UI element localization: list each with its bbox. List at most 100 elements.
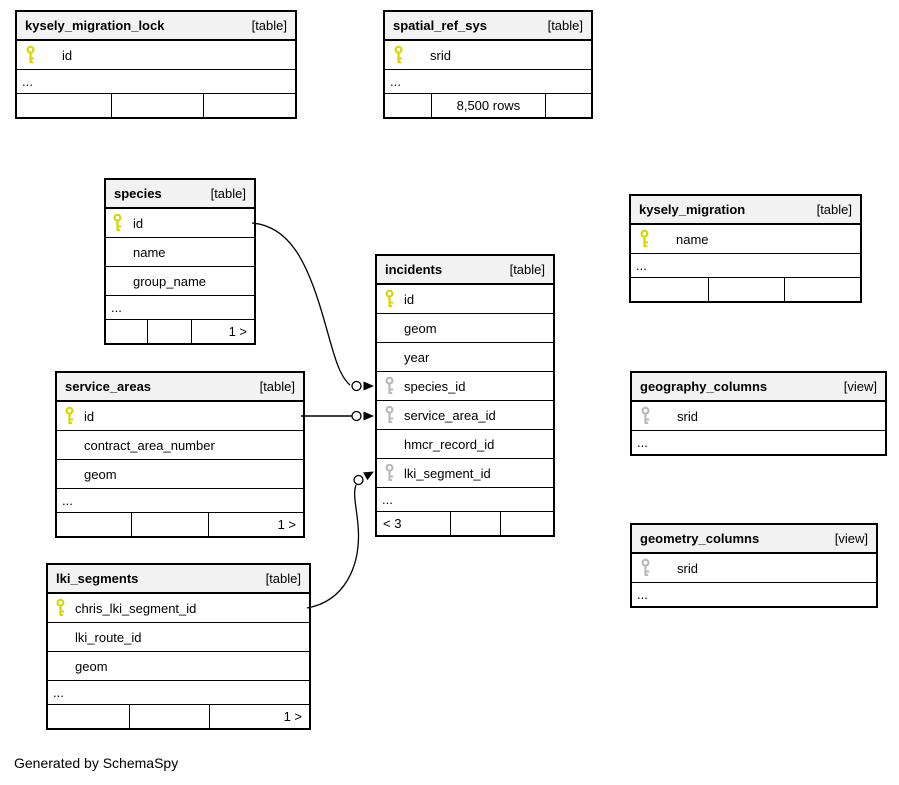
generator-credit: Generated by SchemaSpy [14, 755, 179, 771]
foreign-key-icon [385, 405, 395, 425]
table-kysely-migration[interactable]: kysely_migration [table] name ... [629, 194, 862, 303]
column-row: name [631, 225, 860, 254]
table-header: kysely_migration_lock [table] [17, 12, 295, 41]
relationship-service-areas-incidents [301, 410, 374, 422]
stat-cell [500, 512, 553, 535]
column-name: srid [677, 560, 698, 576]
related-count: 1 > [207, 513, 303, 536]
arrowhead-icon [363, 411, 374, 421]
table-name: geometry_columns [640, 531, 760, 546]
more-columns-row: ... [57, 489, 303, 513]
column-row: geom [377, 314, 553, 343]
foreign-key-icon [641, 558, 651, 578]
table-type-label: [table] [547, 18, 583, 33]
zero-circle-connector [351, 410, 362, 422]
column-row: id [17, 41, 295, 70]
table-species[interactable]: species [table] id name group_name ... 1… [104, 178, 256, 345]
table-stats-row: 1 > [48, 705, 309, 728]
column-row: id [106, 209, 254, 238]
table-name: service_areas [65, 379, 152, 394]
table-stats-row: 1 > [57, 513, 303, 536]
table-type-label: [table] [265, 571, 301, 586]
primary-key-icon [113, 213, 123, 233]
related-count: 1 > [190, 320, 254, 343]
column-name: hmcr_record_id [404, 436, 495, 452]
column-row: id [57, 402, 303, 431]
column-name: id [62, 47, 73, 63]
stat-cell [385, 94, 431, 117]
column-row: lki_route_id [48, 623, 309, 652]
column-name: lki_route_id [75, 629, 142, 645]
stat-cell [202, 94, 295, 117]
column-row: geom [57, 460, 303, 489]
table-name: kysely_migration [639, 202, 746, 217]
related-count: < 3 [383, 516, 402, 531]
stat-cell [129, 705, 209, 728]
column-name: id [133, 215, 144, 231]
zero-circle-connector [353, 474, 364, 486]
column-row: srid [385, 41, 591, 70]
row-count: 8,500 rows [430, 94, 545, 117]
view-geometry-columns[interactable]: geometry_columns [view] srid ... [630, 523, 878, 608]
table-lki-segments[interactable]: lki_segments [table] chris_lki_segment_i… [46, 563, 311, 730]
table-name: spatial_ref_sys [393, 18, 487, 33]
arrowhead-icon [363, 381, 374, 391]
table-kysely-migration-lock[interactable]: kysely_migration_lock [table] id ... [15, 10, 297, 119]
table-type-label: [table] [509, 262, 545, 277]
column-name: id [84, 408, 95, 424]
primary-key-icon [56, 598, 66, 618]
primary-key-icon [65, 406, 75, 426]
column-name: group_name [133, 273, 206, 289]
column-row: contract_area_number [57, 431, 303, 460]
stat-cell [110, 94, 203, 117]
more-columns-row: ... [637, 587, 648, 602]
more-columns-row: ... [17, 70, 295, 94]
primary-key-icon [640, 229, 650, 249]
primary-key-icon [26, 45, 36, 65]
foreign-key-icon [385, 376, 395, 396]
stat-cell [545, 94, 591, 117]
table-type-label: [table] [210, 186, 246, 201]
table-incidents[interactable]: incidents [table] id geom year species_i… [375, 254, 555, 537]
table-header: service_areas [table] [57, 373, 303, 402]
table-stats-row [17, 94, 295, 117]
stat-cell [57, 513, 131, 536]
table-type-label: [table] [816, 202, 852, 217]
table-name: geography_columns [640, 379, 768, 394]
column-row: lki_segment_id [377, 459, 553, 488]
stat-cell [147, 320, 190, 343]
table-stats-row: 8,500 rows [385, 94, 591, 117]
table-stats-row [631, 278, 860, 301]
more-columns-row: ... [48, 681, 309, 705]
table-stats-row: 1 > [106, 320, 254, 343]
relationship-species-incidents [251, 222, 374, 392]
column-name: name [676, 231, 709, 247]
column-row: geom [48, 652, 309, 681]
column-name: geom [84, 466, 117, 482]
view-geography-columns[interactable]: geography_columns [view] srid ... [630, 371, 887, 456]
stat-cell [708, 278, 784, 301]
more-columns-row: ... [377, 488, 553, 512]
table-service-areas[interactable]: service_areas [table] id contract_area_n… [55, 371, 305, 538]
table-spatial-ref-sys[interactable]: spatial_ref_sys [table] srid ... 8,500 r… [383, 10, 593, 119]
stat-cell [106, 320, 147, 343]
foreign-key-icon [641, 406, 651, 426]
column-name: geom [404, 320, 437, 336]
table-header: kysely_migration [table] [631, 196, 860, 225]
column-name: service_area_id [404, 407, 496, 423]
table-type-label: [view] [843, 379, 877, 394]
column-row: id [377, 285, 553, 314]
table-name: incidents [385, 262, 443, 277]
column-row: srid [632, 554, 876, 583]
stat-cell [48, 705, 129, 728]
column-name: name [133, 244, 166, 260]
foreign-key-icon [385, 463, 395, 483]
column-name: contract_area_number [84, 437, 215, 453]
stat-cell [784, 278, 860, 301]
column-row: group_name [106, 267, 254, 296]
table-type-label: [table] [251, 18, 287, 33]
stat-cell [17, 94, 111, 117]
column-name: id [404, 291, 415, 307]
table-header: lki_segments [table] [48, 565, 309, 594]
